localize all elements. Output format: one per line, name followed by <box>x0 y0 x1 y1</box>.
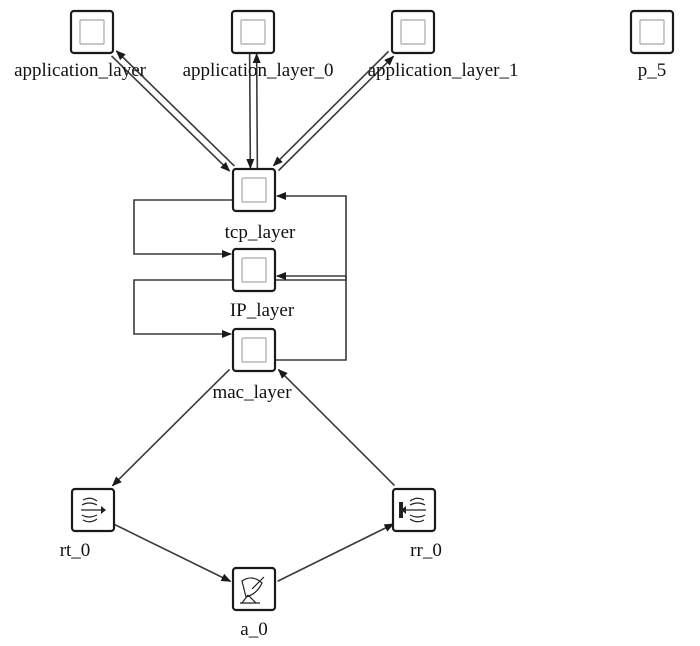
link-a-0-to-rr-0[interactable] <box>277 523 395 582</box>
link-tcp-layer-to-application-layer-1[interactable] <box>277 55 395 172</box>
node-label: application_layer_0 <box>183 60 334 81</box>
node-mac-layer[interactable]: mac_layer <box>212 327 292 403</box>
node-label: application_layer_1 <box>368 60 519 81</box>
node-tcp-layer[interactable]: tcp_layer <box>225 167 296 243</box>
node-label: a_0 <box>240 619 267 640</box>
node-label: IP_layer <box>230 300 295 321</box>
radio-transmitter-icon <box>81 497 106 523</box>
node-p-5[interactable]: p_5 <box>629 9 675 81</box>
node-application-layer-0[interactable]: application_layer_0 <box>183 9 334 81</box>
link-tcp-layer-to-application-layer-0[interactable] <box>252 52 261 168</box>
node-a-0[interactable]: a_0 <box>231 566 277 640</box>
node-application-layer-1[interactable]: application_layer_1 <box>368 9 519 81</box>
node-application-layer[interactable]: application_layer <box>14 9 147 81</box>
node-label: rt_0 <box>60 540 91 561</box>
link-ip-layer-to-mac-layer[interactable] <box>133 279 232 338</box>
link-mac-layer-to-rt-0[interactable] <box>111 368 231 487</box>
link-tcp-layer-to-ip-layer[interactable] <box>133 199 232 258</box>
antenna-icon <box>240 576 265 604</box>
link-ip-layer-to-tcp-layer[interactable] <box>276 192 347 281</box>
node-label: rr_0 <box>410 540 442 561</box>
node-label: tcp_layer <box>225 222 296 243</box>
node-ip-layer[interactable]: IP_layer <box>230 247 295 321</box>
node-rt-0[interactable]: rt_0 <box>60 487 116 561</box>
node-label: p_5 <box>638 60 667 81</box>
link-tcp-layer-to-application-layer[interactable] <box>115 50 236 167</box>
link-rt-0-to-a-0[interactable] <box>113 523 232 583</box>
link-application-layer-1-to-tcp-layer[interactable] <box>272 50 390 167</box>
link-mac-layer-to-ip-layer[interactable] <box>276 272 347 361</box>
node-rr-0[interactable]: rr_0 <box>391 487 442 561</box>
link-rr-0-to-mac-layer[interactable] <box>277 368 396 487</box>
node-label: application_layer <box>14 60 147 81</box>
links-layer <box>110 50 396 583</box>
link-application-layer-0-to-tcp-layer[interactable] <box>246 54 255 170</box>
link-application-layer-to-tcp-layer[interactable] <box>110 55 231 172</box>
node-label: mac_layer <box>212 382 292 403</box>
radio-receiver-icon <box>399 497 426 523</box>
